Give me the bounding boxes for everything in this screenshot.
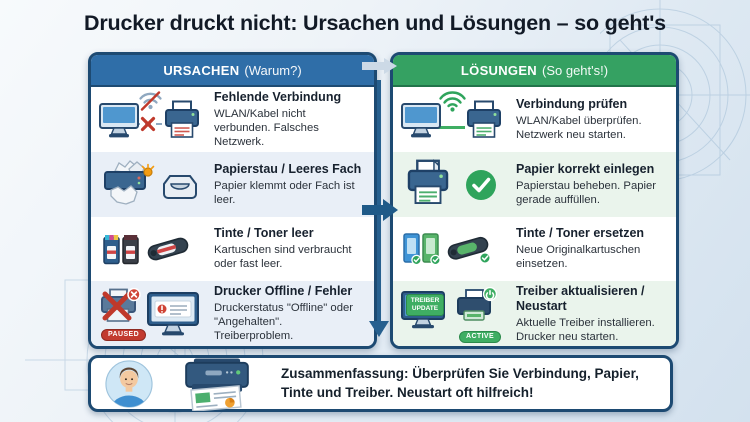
causes-rows: Fehlende Verbindung WLAN/Kabel nicht ver… <box>91 87 374 346</box>
cause-empty-ink-text: Tinte / Toner leer Kartuschen sind verbr… <box>214 226 366 271</box>
solution-title: Tinte / Toner ersetzen <box>516 226 645 241</box>
cause-offline-text: Drucker Offline / Fehler Druckerstatus "… <box>214 284 366 343</box>
cause-row-connection: Fehlende Verbindung WLAN/Kabel nicht ver… <box>91 87 374 152</box>
check-circle-icon <box>466 170 496 201</box>
solution-body: Aktuelle Treiber installieren. Drucker n… <box>516 316 655 343</box>
paper-ok-icon <box>401 155 509 213</box>
toner-cartridge-icon <box>147 237 189 261</box>
driver-update-icon: TREIBER UPDATE ACTIVE <box>401 285 509 343</box>
summary-bar: Zusammenfassung: Überprüfen Sie Verbindu… <box>88 355 673 412</box>
solution-connection-text: Verbindung prüfen WLAN/Kabel überprüfen.… <box>516 97 668 142</box>
wifi-on-icon <box>439 91 466 112</box>
printer-error-icon <box>101 287 141 322</box>
solutions-header-note: (So geht's!) <box>542 62 609 78</box>
solution-title: Papier korrekt einlegen <box>516 161 655 176</box>
cause-body: Druckerstatus "Offline" oder "Angehalten… <box>214 301 354 343</box>
cause-row-empty-ink: Tinte / Toner leer Kartuschen sind verbr… <box>91 217 374 282</box>
solution-row-driver: TREIBER UPDATE ACTIVE Treiber aktualisie… <box>393 281 676 346</box>
down-arrowhead <box>369 321 389 337</box>
summary-text: Zusammenfassung: Überprüfen Sie Verbindu… <box>281 366 639 400</box>
cause-body: Kartuschen sind verbraucht oder fast lee… <box>214 244 352 271</box>
summary-printer-icon <box>185 357 249 411</box>
solution-driver-text: Treiber aktualisieren / Neustart Aktuell… <box>516 284 668 344</box>
solution-title: Verbindung prüfen <box>516 96 628 111</box>
causes-header-note: (Warum?) <box>244 62 302 78</box>
monitor-icon <box>401 103 441 138</box>
page-title: Drucker druckt nicht: Ursachen und Lösun… <box>84 11 666 35</box>
connection-ok-icon <box>401 90 509 148</box>
vertical-flow-line <box>377 80 381 322</box>
causes-header-title: URSACHEN <box>163 62 240 78</box>
blue-cartridge-icon <box>403 233 422 266</box>
empty-ink-icon <box>99 220 207 278</box>
solution-body: Neue Originalkartuschen einsetzen. <box>516 244 641 271</box>
printer-icon <box>467 100 501 139</box>
cause-row-paper-jam: Papierstau / Leeres Fach Papier klemmt o… <box>91 151 374 217</box>
red-x-icon <box>140 117 156 132</box>
solution-row-paper: Papier korrekt einlegen Papierstau beheb… <box>393 151 676 217</box>
replace-ink-icon <box>401 220 509 278</box>
black-cartridge-icon <box>122 234 139 265</box>
person-avatar <box>105 359 153 408</box>
causes-header: URSACHEN (Warum?) <box>91 55 374 87</box>
solution-title: Treiber aktualisieren / Neustart <box>516 283 645 313</box>
solution-ink-text: Tinte / Toner ersetzen Neue Originalkart… <box>516 226 668 271</box>
connected-cable-line <box>437 126 465 130</box>
printer-offline-icon: PAUSED <box>99 285 207 343</box>
cause-connection-text: Fehlende Verbindung WLAN/Kabel nicht ver… <box>214 90 366 149</box>
cause-title: Drucker Offline / Fehler <box>214 283 353 298</box>
color-cartridge-icon <box>103 234 120 265</box>
printer-icon <box>165 100 199 139</box>
solution-row-connection: Verbindung prüfen WLAN/Kabel überprüfen.… <box>393 87 676 152</box>
paused-badge: PAUSED <box>101 328 147 341</box>
top-flow-arrow <box>362 58 398 74</box>
cause-title: Tinte / Toner leer <box>214 226 314 241</box>
cause-body: Papier klemmt oder Fach ist leer. <box>214 179 355 206</box>
active-printer-icon <box>457 286 497 321</box>
solutions-header: LÖSUNGEN (So geht's!) <box>393 55 676 87</box>
wifi-off-icon <box>139 91 162 112</box>
jammed-printer-icon <box>104 160 155 205</box>
active-badge: ACTIVE <box>459 330 502 343</box>
cause-title: Fehlende Verbindung <box>214 89 342 104</box>
cause-row-offline: PAUSED <box>91 281 374 346</box>
cause-body: WLAN/Kabel nicht verbunden. Falsches Net… <box>214 107 319 148</box>
solutions-header-title: LÖSUNGEN <box>460 62 537 78</box>
toner-ok-icon <box>447 236 491 264</box>
solution-body: WLAN/Kabel überprüfen. Netzwerk neu star… <box>516 114 642 141</box>
printer-paper-icon <box>407 159 449 205</box>
empty-tray-icon <box>163 175 197 200</box>
no-connection-icon <box>99 90 207 148</box>
error-monitor-icon <box>147 291 199 336</box>
causes-panel: URSACHEN (Warum?) <box>88 52 377 349</box>
causes-to-solutions-arrow <box>362 199 399 221</box>
paper-jam-icon <box>99 155 207 213</box>
monitor-icon <box>99 103 139 138</box>
solution-paper-text: Papier korrekt einlegen Papierstau beheb… <box>516 162 668 207</box>
cause-paper-jam-text: Papierstau / Leeres Fach Papier klemmt o… <box>214 162 366 207</box>
treiber-update-badge: TREIBER UPDATE <box>406 293 444 316</box>
solutions-rows: Verbindung prüfen WLAN/Kabel überprüfen.… <box>393 87 676 346</box>
green-cartridge-icon <box>422 233 441 266</box>
solution-body: Papierstau beheben. Papier gerade auffül… <box>516 179 657 206</box>
cause-title: Papierstau / Leeres Fach <box>214 161 362 176</box>
solution-row-ink: Tinte / Toner ersetzen Neue Originalkart… <box>393 217 676 282</box>
solutions-panel: LÖSUNGEN (So geht's!) <box>390 52 679 349</box>
